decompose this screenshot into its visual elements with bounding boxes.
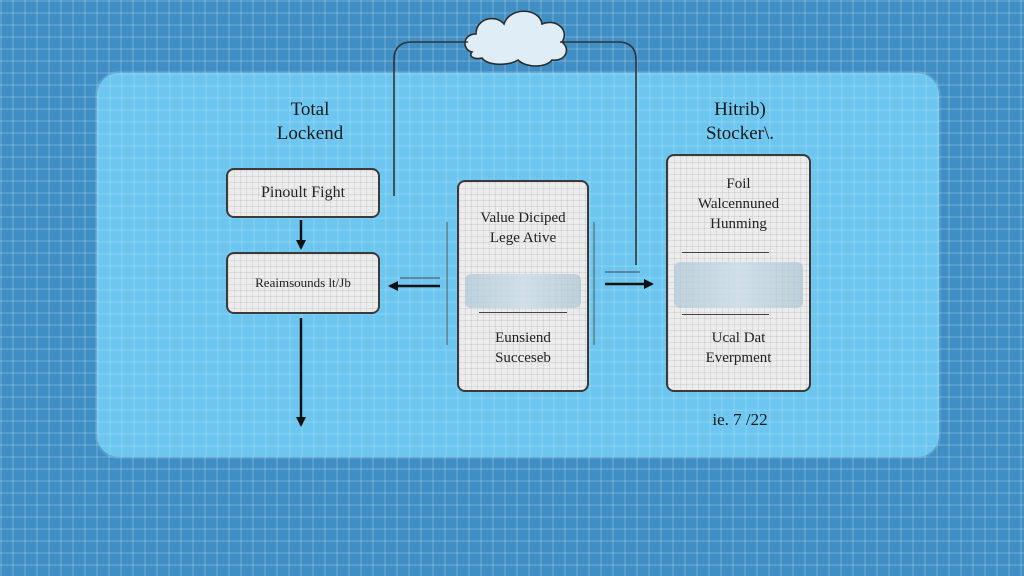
right-box-line-5: Everpment — [705, 350, 772, 366]
center-box-line-2: Lege Ative — [489, 230, 557, 246]
left-heading-line-1: Total — [290, 99, 330, 120]
right-heading: Hitrib) Stocker\. — [690, 98, 790, 146]
center-box-line-4: Succeseb — [495, 350, 551, 366]
right-box-line-3: Hunming — [710, 216, 767, 232]
right-box-line-4: Ucal Dat — [711, 330, 766, 346]
right-box-rule-1 — [682, 252, 769, 253]
center-box-rule — [479, 312, 567, 313]
right-box-rule-2 — [682, 314, 769, 315]
right-heading-line-2: Stocker\. — [705, 123, 775, 144]
right-box-mist — [674, 262, 803, 308]
version-label: ie. 7 /22 — [712, 410, 768, 429]
right-box-bottom-text: Ucal Dat Everpment — [668, 328, 809, 368]
center-box-line-1: Value Diciped — [480, 210, 566, 226]
left-bottom-box-label: Reaimsounds lt/Jb — [255, 275, 351, 290]
left-heading-line-2: Lockend — [276, 123, 344, 144]
loop-connector — [393, 41, 637, 265]
right-box-top-text: Foil Walcennuned Hunming — [668, 156, 809, 234]
center-box-mist — [465, 274, 581, 308]
center-box: Value Diciped Lege Ative Eunsiend Succes… — [457, 180, 589, 392]
left-top-box: Pinoult Fight — [226, 168, 380, 218]
left-bottom-box: Reaimsounds lt/Jb — [226, 252, 380, 314]
right-box-line-2: Walcennuned — [697, 196, 780, 212]
right-heading-line-1: Hitrib) — [714, 99, 766, 120]
center-box-bottom-text: Eunsiend Succeseb — [459, 328, 587, 368]
cloud-icon — [464, 10, 568, 67]
center-box-top-text: Value Diciped Lege Ative — [459, 182, 587, 248]
center-box-line-3: Eunsiend — [495, 330, 551, 346]
left-heading: Total Lockend — [270, 98, 350, 146]
left-top-box-label: Pinoult Fight — [260, 184, 346, 201]
right-box-line-1: Foil — [726, 176, 751, 192]
right-box: Foil Walcennuned Hunming Ucal Dat Everpm… — [666, 154, 811, 392]
